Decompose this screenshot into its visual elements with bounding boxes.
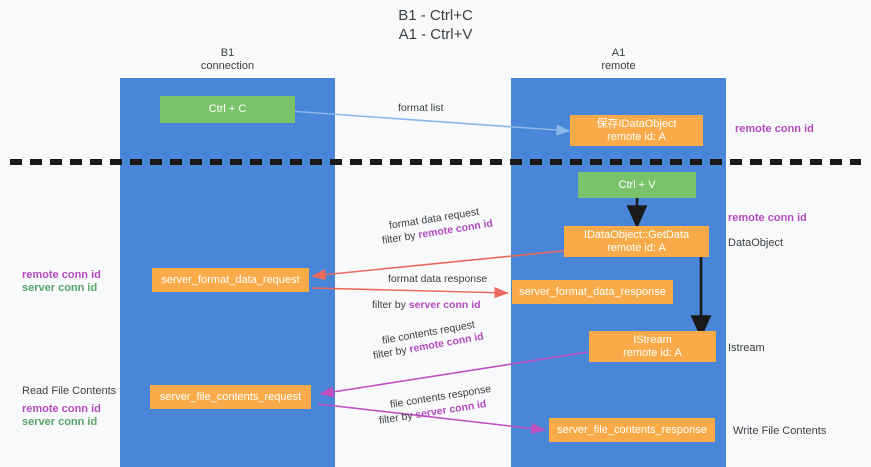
node-ctrl-v[interactable]: Ctrl + V	[578, 172, 696, 198]
title-line-1: B1 - Ctrl+C	[398, 7, 473, 24]
filter-prefix: filter by	[381, 229, 420, 247]
node-ctrl-c-label: Ctrl + C	[208, 103, 247, 115]
right-label-remote-conn-id-mid: remote conn id	[728, 212, 807, 224]
node-server-file-contents-response-label: server_file_contents_response	[557, 423, 707, 436]
filter-prefix: filter by	[372, 343, 411, 362]
node-server-format-data-response-label: server_format_data_response	[519, 285, 666, 298]
node-server-format-data-response[interactable]: server_format_data_response	[512, 280, 673, 304]
arrow-format-data-response	[311, 287, 509, 299]
edge-label-format-data-response: format data response	[388, 273, 488, 285]
filter-prefix: filter by	[372, 299, 409, 311]
right-label-remote-conn-id-top: remote conn id	[735, 123, 814, 135]
edge-label-format-data-response-filter: filter by server conn id	[372, 298, 481, 312]
swimlane-header-a1-line1: A1	[611, 47, 626, 59]
filter-prefix: filter by	[378, 409, 417, 427]
left-label-server-conn-id-2: server conn id	[22, 416, 98, 428]
left-label-remote-conn-id: remote conn id	[22, 269, 101, 281]
swimlane-header-a1-line2: remote	[601, 60, 636, 72]
node-save-idataobject-line1: 保存IDataObject	[596, 117, 677, 130]
swimlane-header-b1-line1: B1	[220, 47, 235, 59]
left-label-read-file-contents: Read File Contents	[22, 385, 117, 397]
node-idataobject-getdata-line1: IDataObject::GetData	[583, 228, 690, 241]
right-label-istream: Istream	[728, 342, 765, 354]
edge-label-format-list: format list	[398, 102, 444, 114]
right-label-dataobject: DataObject	[728, 237, 784, 249]
filter-value: server conn id	[408, 299, 481, 311]
node-server-file-contents-response[interactable]: server_file_contents_response	[549, 418, 715, 442]
right-label-write-file-contents: Write File Contents	[733, 425, 827, 437]
node-server-file-contents-request-label: server_file_contents_request	[159, 390, 302, 403]
node-ctrl-c[interactable]: Ctrl + C	[160, 96, 295, 123]
node-server-format-data-request[interactable]: server_format_data_request	[152, 268, 309, 292]
node-server-format-data-request-label: server_format_data_request	[161, 273, 300, 286]
page-title: B1 - Ctrl+C A1 - Ctrl+V	[0, 6, 871, 44]
node-istream-line2: remote id: A	[623, 346, 682, 359]
swimlane-header-b1: B1 connection	[120, 47, 335, 73]
node-ctrl-v-label: Ctrl + V	[618, 178, 656, 191]
node-idataobject-getdata-line2: remote id: A	[607, 241, 666, 254]
node-istream-line1: IStream	[633, 333, 672, 346]
node-server-file-contents-request[interactable]: server_file_contents_request	[150, 385, 311, 409]
left-label-server-conn-id: server conn id	[22, 282, 98, 294]
node-save-idataobject[interactable]: 保存IDataObject remote id: A	[570, 115, 703, 146]
swimlane-header-b1-line2: connection	[200, 60, 255, 72]
title-line-2: A1 - Ctrl+V	[398, 26, 473, 43]
node-istream[interactable]: IStream remote id: A	[589, 331, 716, 362]
node-save-idataobject-line2: remote id: A	[607, 130, 666, 143]
left-label-remote-conn-id-2: remote conn id	[22, 403, 101, 415]
node-idataobject-getdata[interactable]: IDataObject::GetData remote id: A	[564, 226, 709, 257]
swimlane-header-a1: A1 remote	[511, 47, 726, 73]
